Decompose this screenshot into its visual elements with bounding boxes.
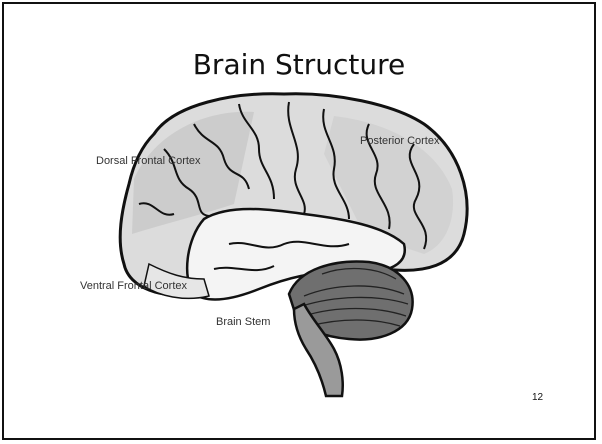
- slide: Brain Structure: [2, 2, 596, 440]
- label-dorsal-frontal-cortex: Dorsal Frontal Cortex: [96, 155, 201, 167]
- label-ventral-frontal-cortex: Ventral Frontal Cortex: [80, 280, 187, 292]
- brain-diagram: Dorsal Frontal Cortex Posterior Cortex V…: [4, 4, 602, 444]
- label-posterior-cortex: Posterior Cortex: [360, 135, 440, 147]
- page-number: 12: [532, 392, 543, 403]
- label-brain-stem: Brain Stem: [216, 316, 270, 328]
